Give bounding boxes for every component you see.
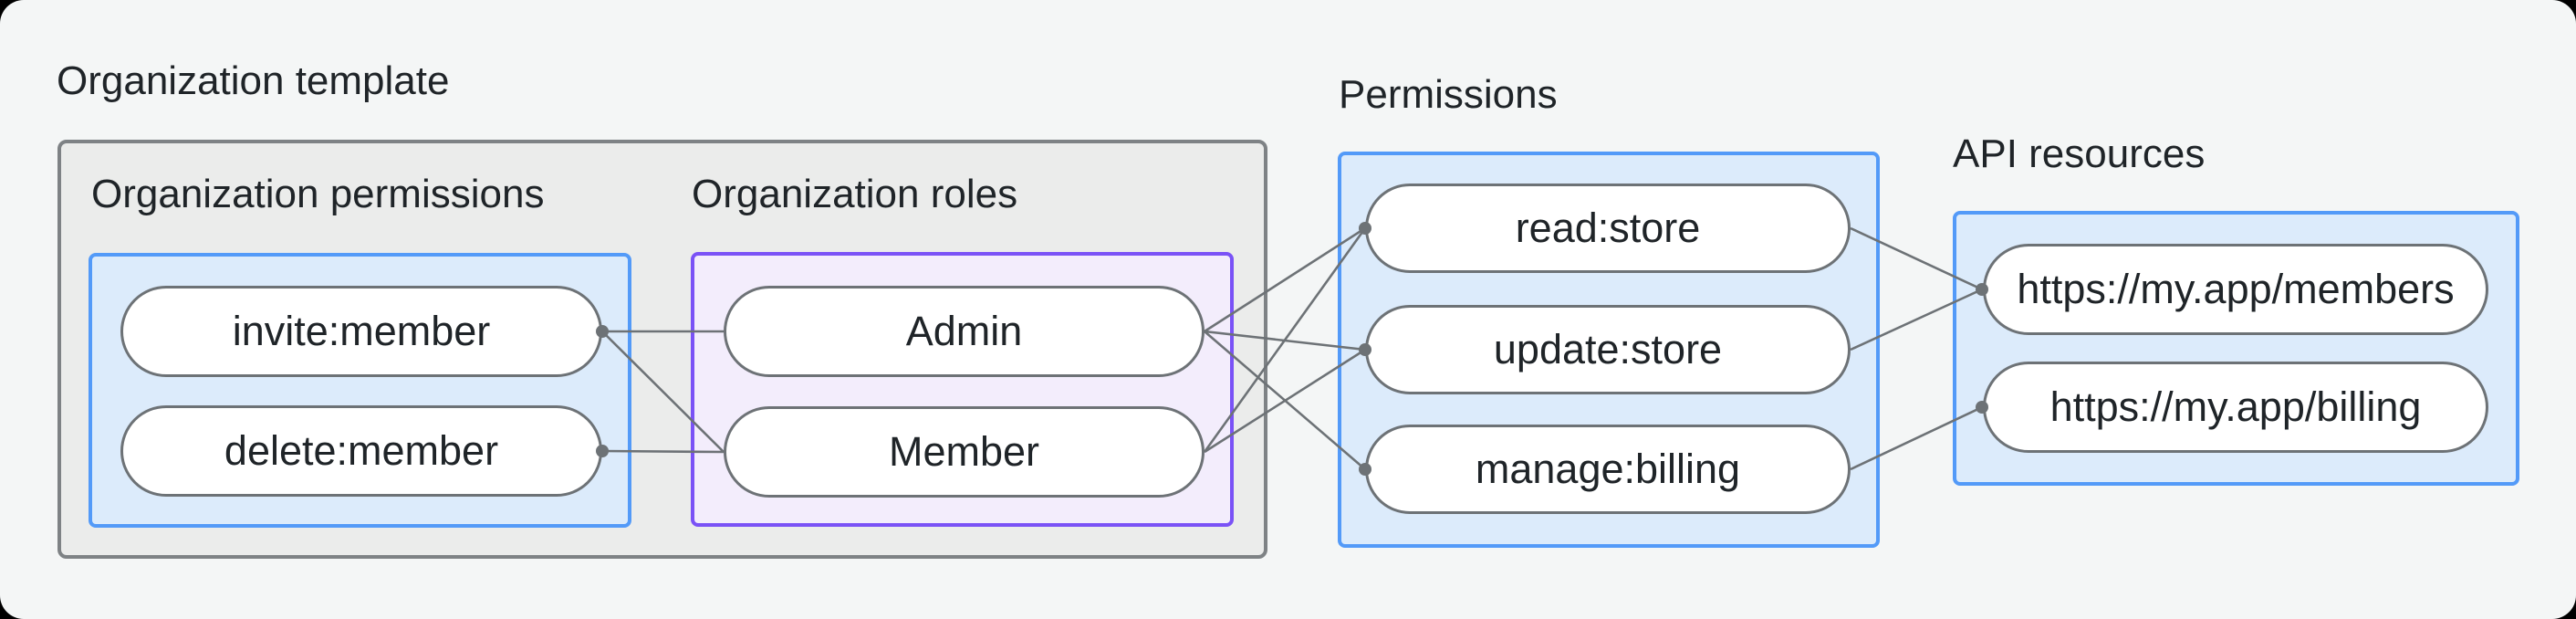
node-read-store: read:store (1365, 184, 1851, 273)
node-admin: Admin (724, 286, 1205, 377)
node-update-store: update:store (1365, 305, 1851, 394)
org-permissions-label: Organization permissions (91, 172, 545, 216)
node-api-billing: https://my.app/billing (1983, 362, 2488, 453)
node-manage-billing: manage:billing (1365, 425, 1851, 514)
permissions-label: Permissions (1339, 72, 1558, 117)
org-template-title: Organization template (57, 58, 450, 103)
node-member: Member (724, 406, 1205, 498)
api-resources-label: API resources (1953, 131, 2206, 176)
node-invite-member: invite:member (120, 286, 602, 377)
node-delete-member: delete:member (120, 405, 602, 497)
node-api-members: https://my.app/members (1983, 244, 2488, 335)
org-roles-label: Organization roles (692, 172, 1018, 216)
